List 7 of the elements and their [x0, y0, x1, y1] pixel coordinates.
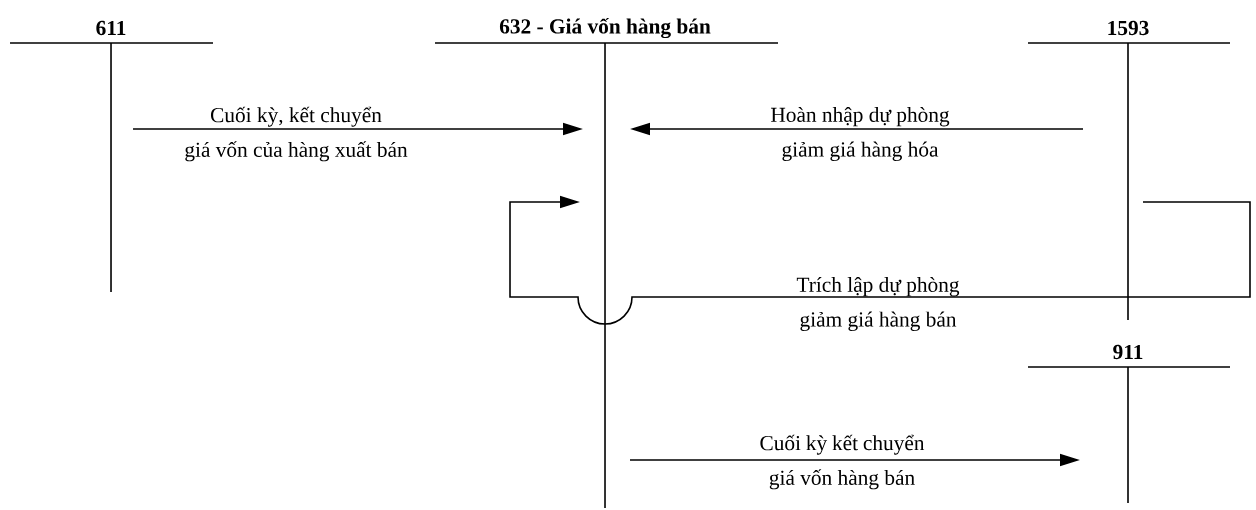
- edge-label: Cuối kỳ kết chuyển giá vốn hàng bán: [760, 434, 925, 490]
- edge-label: Trích lập dự phòng giảm giá hàng bán: [796, 276, 960, 332]
- edge-label: Hoàn nhập dự phòng giảm giá hàng hóa: [771, 106, 950, 162]
- edge-label: Cuối kỳ, kết chuyển giá vốn của hàng xuất bán: [185, 106, 408, 162]
- t-account: 1593: [1027, 20, 1231, 321]
- arrow: [509, 195, 1251, 325]
- t-account: 911: [1027, 344, 1231, 504]
